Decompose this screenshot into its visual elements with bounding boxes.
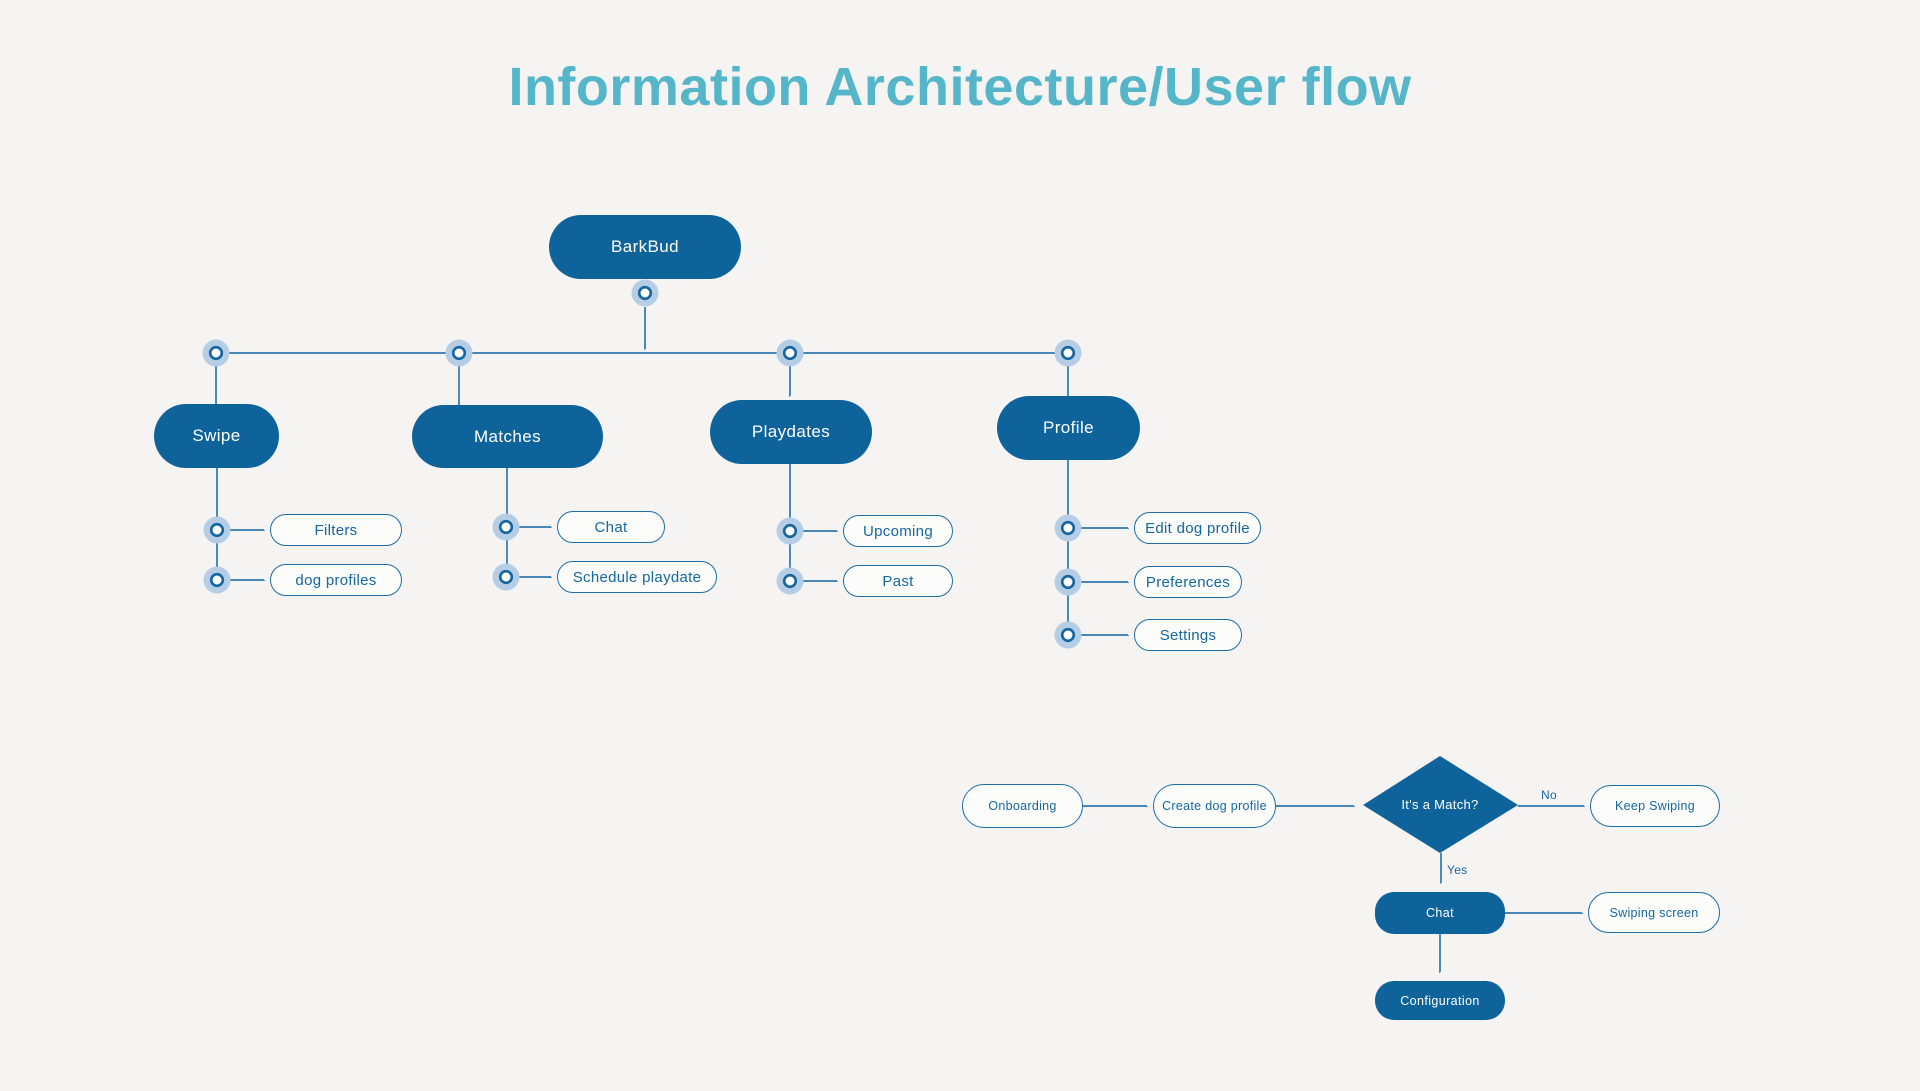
node-past: Past: [843, 565, 953, 597]
userflow-connectors: [1083, 805, 1584, 972]
node-barkbud: BarkBud: [549, 215, 741, 279]
node-preferences: Preferences: [1134, 566, 1242, 598]
node-swipe: Swipe: [154, 404, 279, 468]
node-edit-dog-profile: Edit dog profile: [1134, 512, 1261, 544]
node-matches: Matches: [412, 405, 603, 468]
flow-no-label: No: [1541, 788, 1557, 802]
node-chat: Chat: [557, 511, 665, 543]
page-title: Information Architecture/User flow: [508, 57, 1412, 117]
flow-decision-label: It's a Match?: [1401, 797, 1479, 812]
flow-configuration: Configuration: [1375, 981, 1505, 1020]
node-profile: Profile: [997, 396, 1140, 460]
decision-diamond: [1363, 756, 1518, 853]
node-filters: Filters: [270, 514, 402, 546]
node-playdates: Playdates: [710, 400, 872, 464]
node-upcoming: Upcoming: [843, 515, 953, 547]
flow-create-dog-profile: Create dog profile: [1153, 784, 1276, 828]
node-settings: Settings: [1134, 619, 1242, 651]
flow-yes-label: Yes: [1447, 863, 1468, 877]
flow-onboarding: Onboarding: [962, 784, 1083, 828]
connector-dots: [202, 279, 1082, 649]
flow-swiping-screen: Swiping screen: [1588, 892, 1720, 933]
flow-chat: Chat: [1375, 892, 1505, 934]
node-dog-profiles: dog profiles: [270, 564, 402, 596]
flow-keep-swiping: Keep Swiping: [1590, 785, 1720, 827]
node-schedule-playdate: Schedule playdate: [557, 561, 717, 593]
